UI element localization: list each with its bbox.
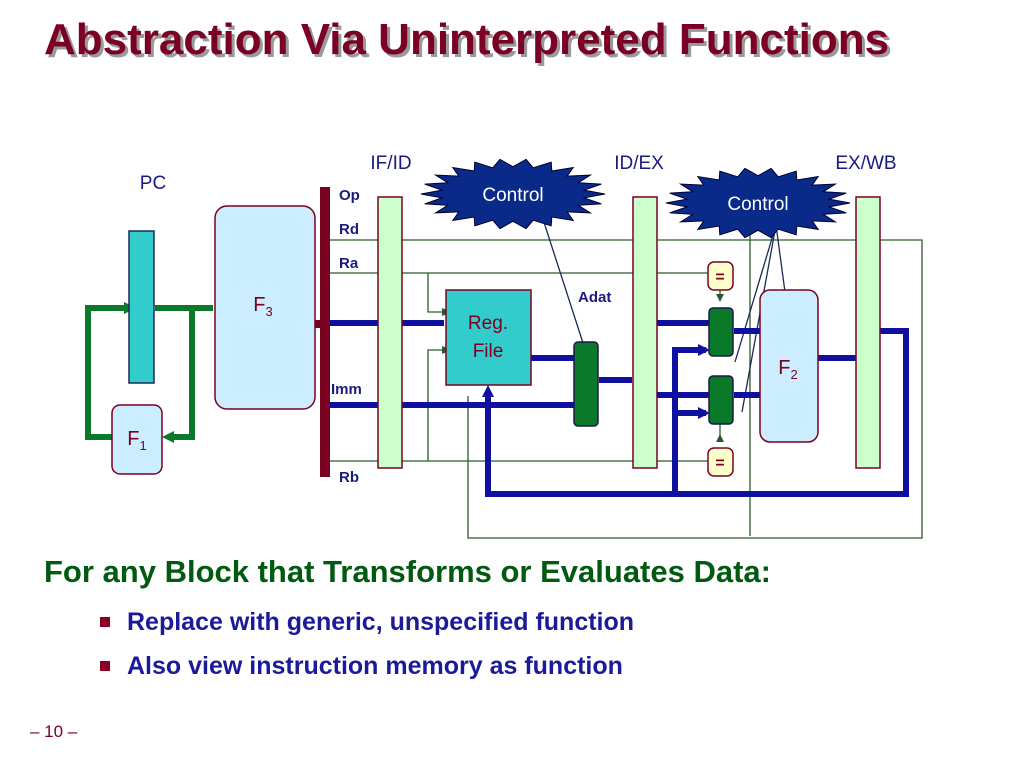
- f3-label: F: [253, 294, 265, 316]
- pc-loop: [85, 305, 213, 440]
- f2-label: F: [778, 357, 790, 379]
- ex-wb-register: [855, 196, 881, 469]
- id-ex-register: [632, 196, 658, 469]
- svg-text:F3: F3: [253, 294, 272, 319]
- f1-block: F1: [111, 404, 163, 475]
- control-burst-1: Control: [420, 158, 606, 230]
- pc-register: [128, 230, 155, 384]
- reg-file-label-line1: Reg.: [468, 313, 508, 334]
- field-op-label: Op: [339, 187, 360, 204]
- slide-title: Abstraction Via Uninterpreted Functions: [44, 15, 890, 64]
- page-number: – 10 –: [30, 722, 78, 741]
- section-heading: For any Block that Transforms or Evaluat…: [44, 554, 771, 589]
- forward-mux-b: [708, 307, 734, 357]
- control-label-1: Control: [482, 185, 543, 206]
- f1-label: F: [127, 428, 139, 450]
- f3-output-bar: [315, 320, 322, 328]
- control-lines: [540, 212, 786, 413]
- forward-mux-c: [708, 375, 734, 425]
- field-imm-label: Imm: [331, 381, 362, 398]
- f2-block: F2: [759, 289, 819, 443]
- bullet-list: Replace with generic, unspecified functi…: [100, 600, 634, 688]
- control-label-2: Control: [727, 194, 788, 215]
- bullet-item: Also view instruction memory as function: [100, 644, 634, 688]
- reg-file-block: Reg. File: [445, 289, 532, 386]
- f1-subscript: 1: [139, 438, 146, 453]
- instruction-field-bar: [320, 187, 330, 477]
- forward-mux-a: [573, 341, 599, 427]
- bullet-text: Also view instruction memory as function: [127, 652, 623, 680]
- f3-subscript: 3: [265, 304, 272, 319]
- reg-file-label-line2: File: [473, 341, 504, 362]
- comparator-bottom-label: =: [715, 455, 724, 472]
- f3-block: F3: [214, 205, 316, 410]
- bullet-item: Replace with generic, unspecified functi…: [100, 600, 634, 644]
- comparator-top: =: [707, 261, 734, 291]
- field-rd-label: Rd: [339, 221, 359, 238]
- svg-text:F2: F2: [778, 357, 797, 382]
- if-id-label: IF/ID: [370, 153, 411, 174]
- pc-label: PC: [140, 173, 166, 194]
- comparator-top-label: =: [715, 269, 724, 286]
- adat-label: Adat: [578, 289, 611, 306]
- control-burst-2: Control: [665, 167, 851, 239]
- svg-text:F1: F1: [127, 428, 146, 453]
- id-ex-label: ID/EX: [614, 153, 664, 174]
- pipeline-diagram: PC F1 F3 Op Rd Ra Imm Rb Adat IF/ID ID/E…: [85, 153, 923, 539]
- bullet-text: Replace with generic, unspecified functi…: [127, 608, 635, 636]
- f2-subscript: 2: [790, 367, 797, 382]
- bullet-square-icon: [100, 661, 110, 671]
- data-buses: [330, 320, 909, 497]
- field-rb-label: Rb: [339, 469, 359, 486]
- field-ra-label: Ra: [339, 255, 359, 272]
- ex-wb-label: EX/WB: [835, 153, 896, 174]
- comparator-bottom: =: [707, 447, 734, 477]
- if-id-register: [377, 196, 403, 469]
- bullet-square-icon: [100, 617, 110, 627]
